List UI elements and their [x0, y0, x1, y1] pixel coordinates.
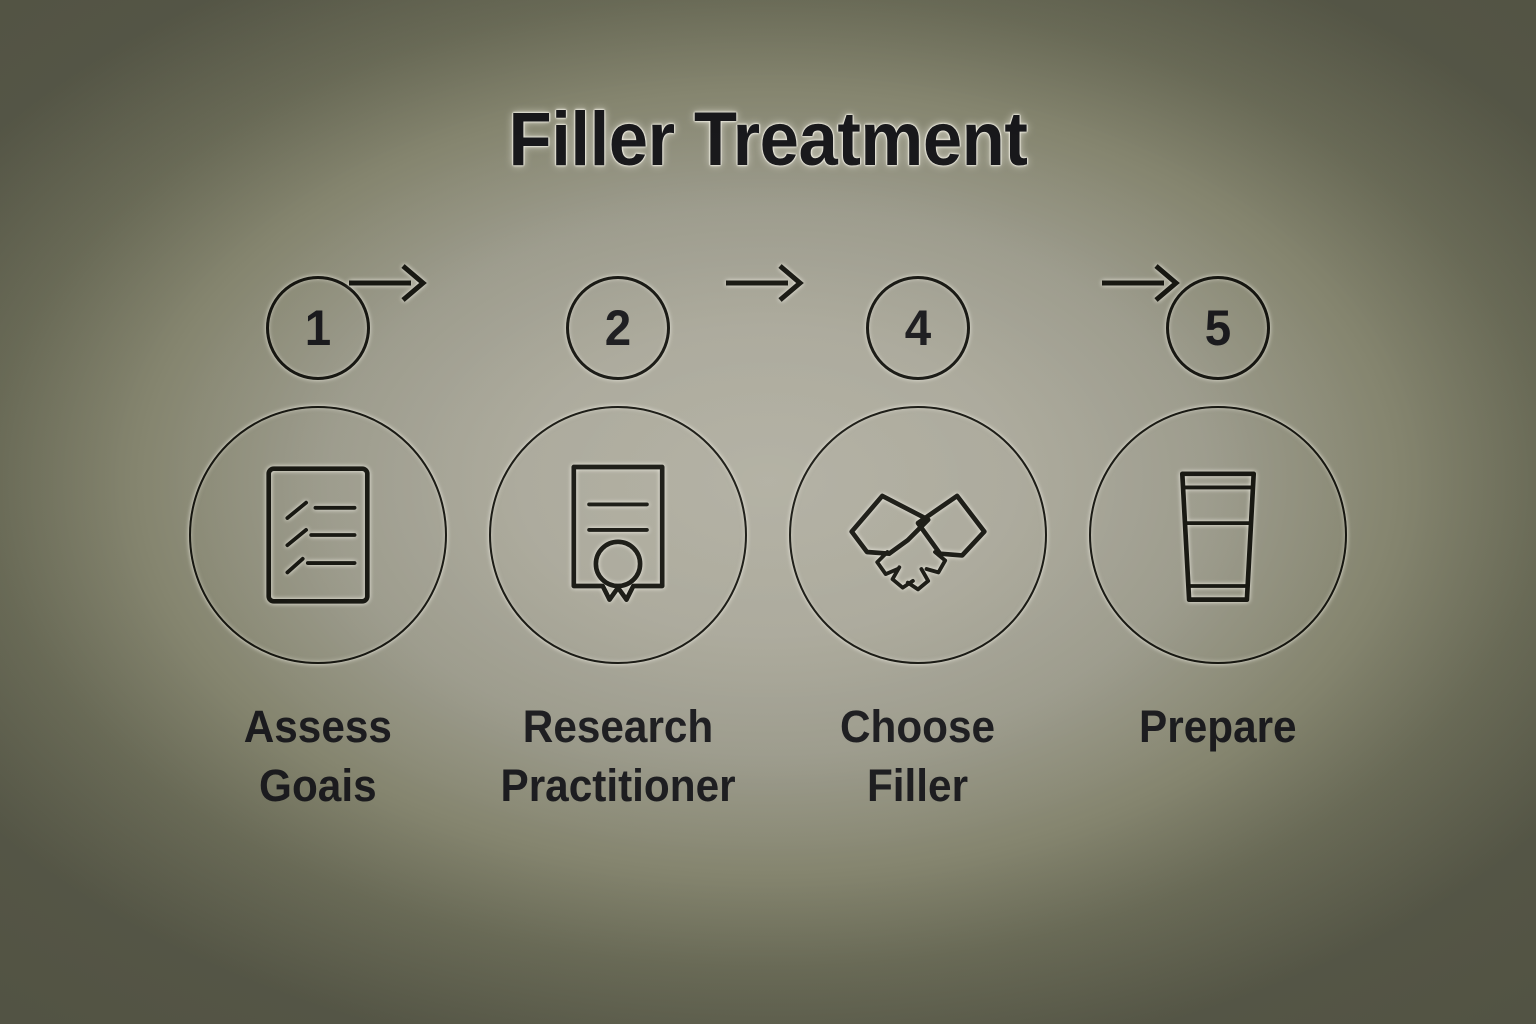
step-caption-line: Goais — [259, 759, 377, 811]
step-number-1: 1 — [304, 300, 332, 356]
step-item-1: 1 Assess Goais — [168, 276, 468, 815]
steps-row: 1 Assess Goais — [0, 276, 1536, 856]
step-caption-line: Filler — [867, 759, 969, 811]
step-item-2: 2 Research Practitioner — [468, 276, 768, 815]
step-caption-line: Choose — [840, 701, 996, 752]
step-number-2: 2 — [604, 300, 632, 356]
step-icon-circle-4 — [1089, 406, 1347, 664]
step-icon-circle-3 — [789, 406, 1047, 664]
step-item-3: 4 Cho — [768, 276, 1068, 815]
step-number-badge-2: 2 — [566, 276, 670, 380]
step-number-badge-1: 1 — [266, 276, 370, 380]
arrow-right-icon — [1098, 260, 1184, 306]
step-caption-2: Research Practitioner — [500, 698, 735, 815]
arrow-right-icon — [345, 260, 431, 306]
step-number-4: 5 — [1204, 300, 1232, 356]
step-caption-line: Practitioner — [500, 759, 736, 811]
certificate-seal-icon — [533, 450, 703, 620]
step-icon-circle-1 — [189, 406, 447, 664]
step-caption-3: Choose Filler — [840, 698, 995, 815]
page-title: Filler Treatment — [508, 97, 1028, 182]
step-caption-line: Assess — [243, 701, 393, 752]
step-number-3: 4 — [904, 300, 932, 356]
checklist-document-icon — [233, 450, 403, 620]
water-glass-icon — [1133, 450, 1303, 620]
handshake-icon — [833, 450, 1003, 620]
step-caption-1: Assess Goais — [244, 698, 392, 815]
arrow-right-icon — [722, 260, 808, 306]
step-number-badge-4: 5 — [1166, 276, 1270, 380]
step-caption-line: Prepare — [1139, 701, 1297, 752]
step-number-badge-3: 4 — [866, 276, 970, 380]
step-item-4: 5 Prepare — [1068, 276, 1368, 757]
step-caption-line: Research — [522, 701, 714, 752]
step-caption-4: Prepare — [1139, 698, 1297, 757]
step-icon-circle-2 — [489, 406, 747, 664]
